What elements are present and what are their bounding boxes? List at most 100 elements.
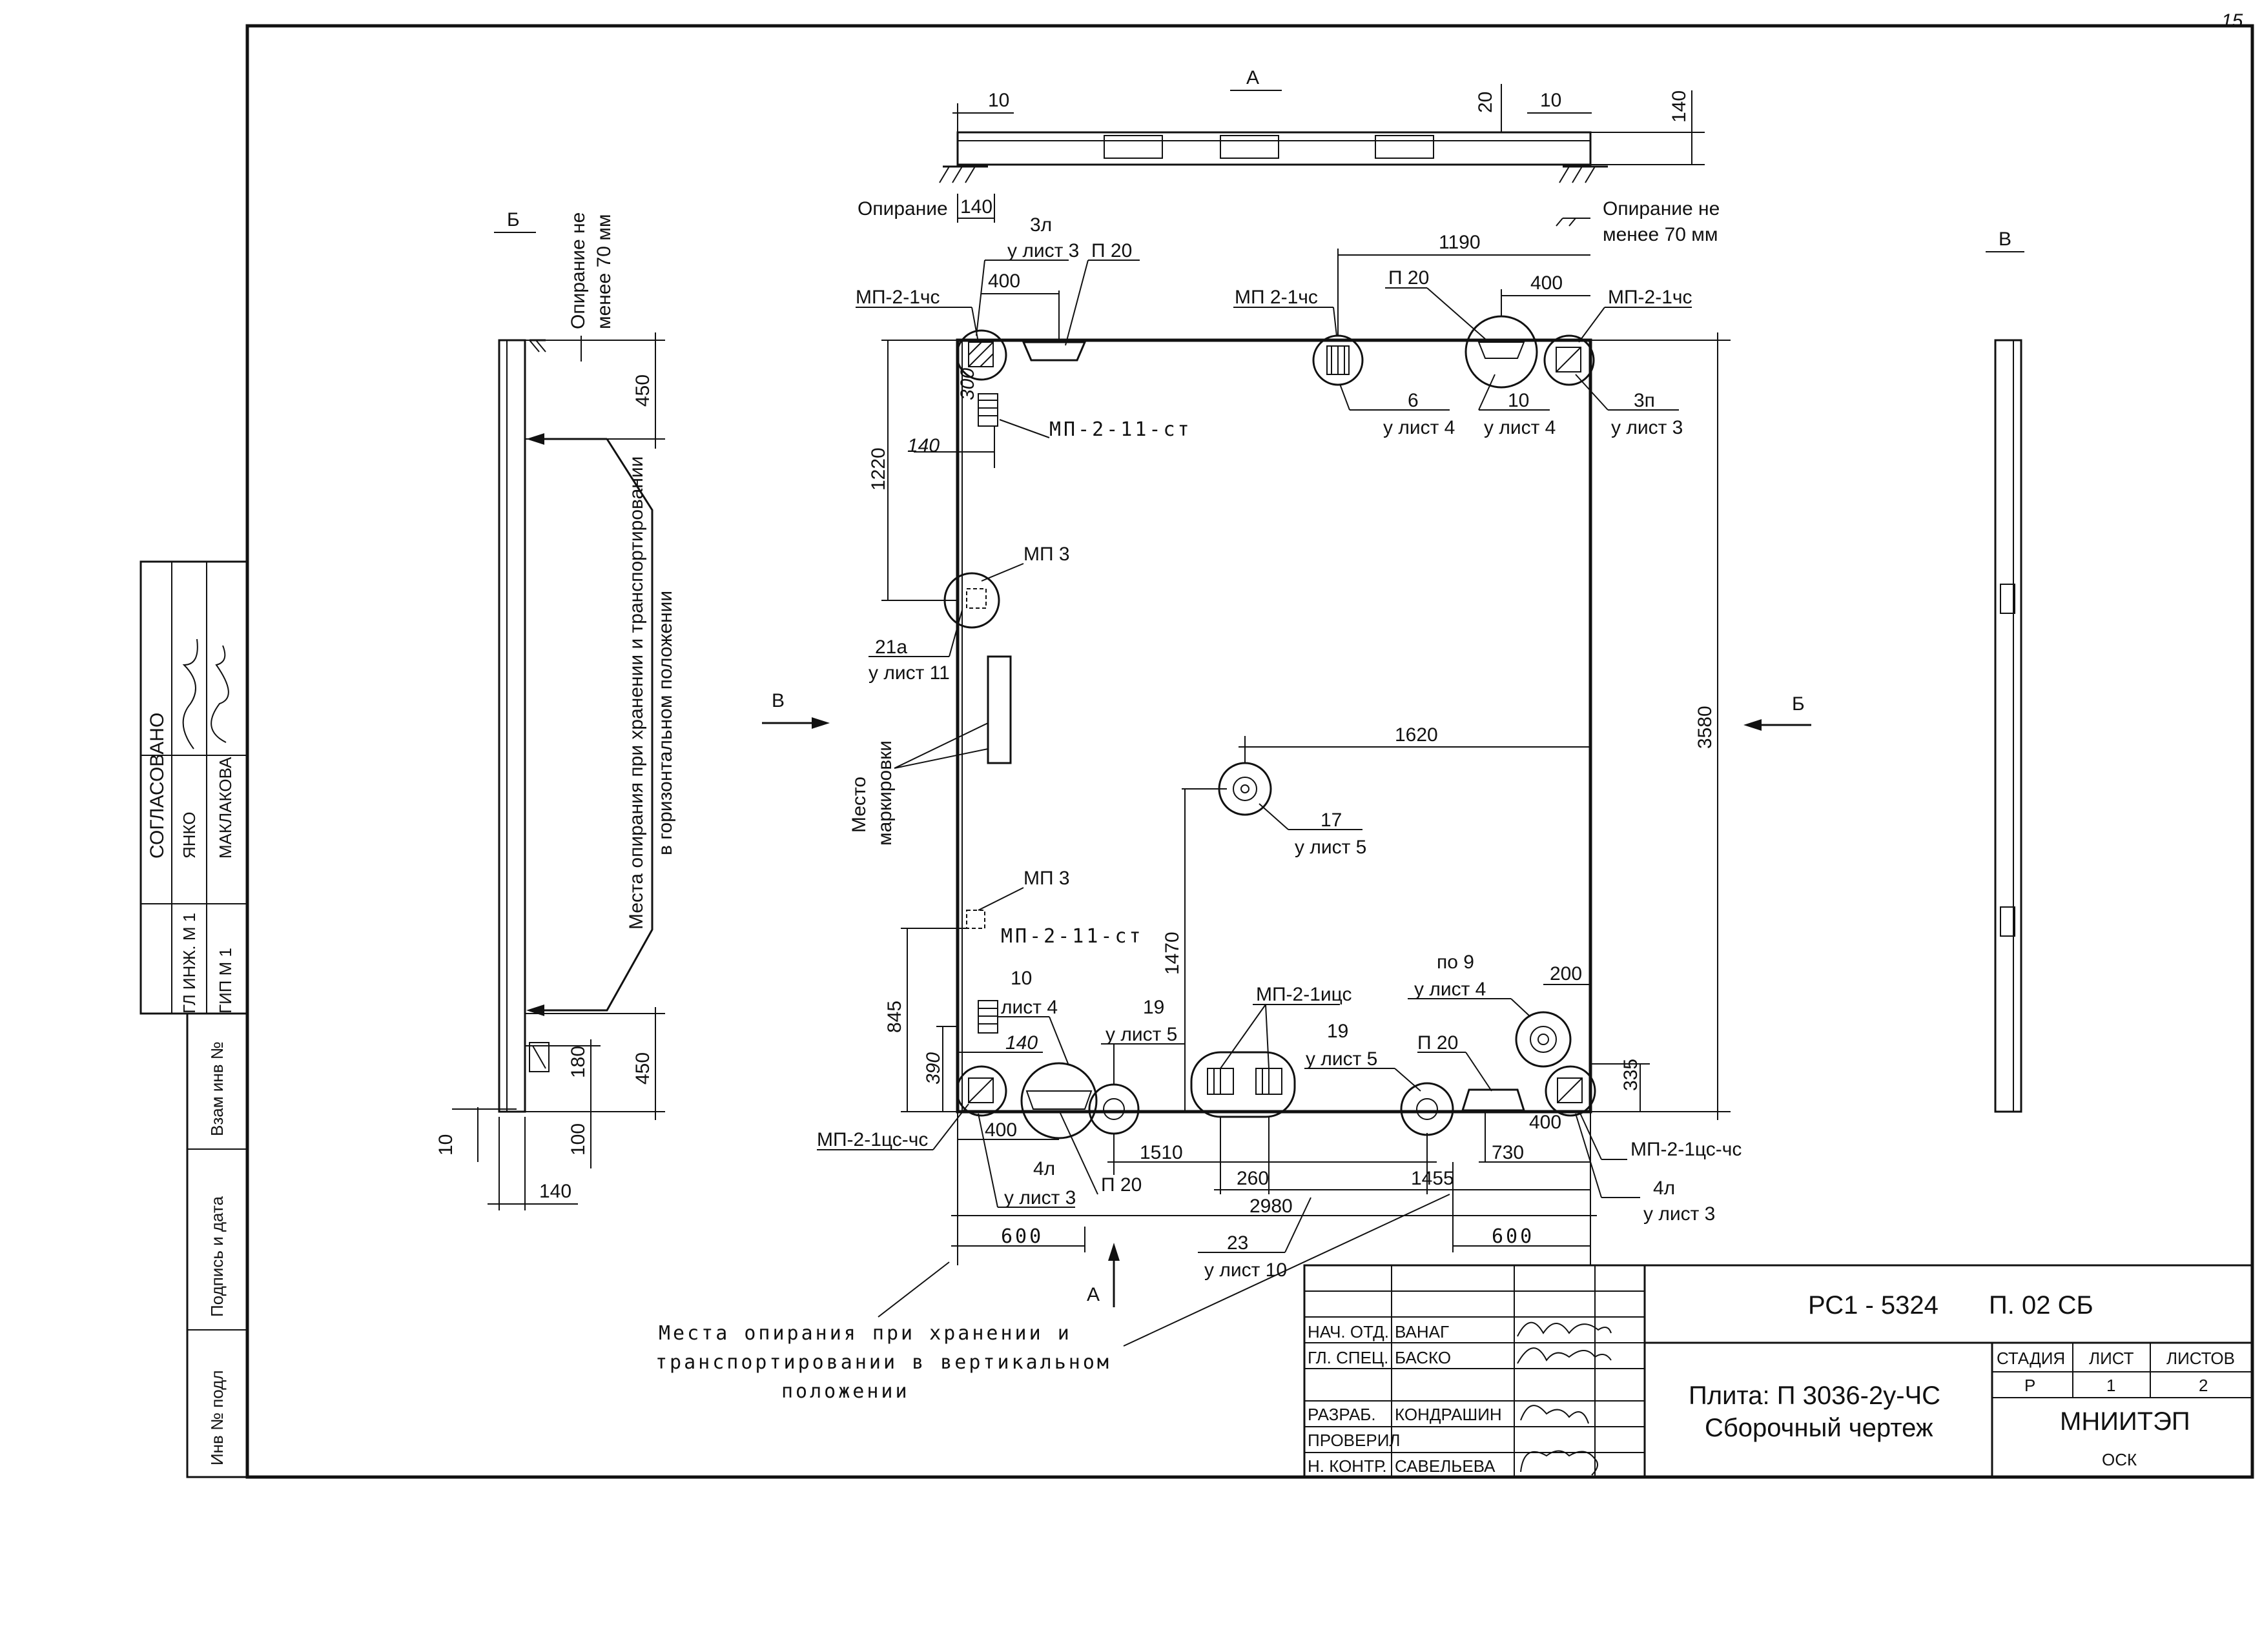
label-4l-br: 4л <box>1653 1178 1675 1199</box>
tb-page: П. 02 СБ <box>1989 1291 2093 1320</box>
view-v: В <box>1986 229 2024 1113</box>
label-6: 6 <box>1408 390 1419 411</box>
tb-role-4: РАЗРАБ. <box>1308 1405 1376 1424</box>
row2-name: МАКЛАКОВА <box>216 757 235 859</box>
label-mp21ct-upper: МП-2-11-ст <box>1049 418 1192 441</box>
support-min-right-2: менее 70 мм <box>1603 224 1718 245</box>
support-min-right-1: Опирание не <box>1603 198 1720 219</box>
dim-400-tl: 400 <box>988 270 1020 292</box>
label-23: 23 <box>1227 1232 1248 1254</box>
dim-400-tr: 400 <box>1530 272 1563 294</box>
horiz-note-2: в горизонтальном положении <box>655 591 676 855</box>
label-17-sheet: у лист 5 <box>1295 837 1366 858</box>
view-b-support-2: менее 70 мм <box>593 214 615 329</box>
dim-1220: 1220 <box>868 447 889 491</box>
label-marking-1: Место <box>848 777 870 833</box>
tb-name-6: САВЕЛЬЕВА <box>1395 1456 1496 1476</box>
embed-mp2-11-lower <box>978 1000 998 1034</box>
view-a: А 10 20 10 140 <box>939 67 1705 183</box>
tb-sheet: 1 <box>2106 1376 2115 1395</box>
label-4l-br-sheet: у лист 3 <box>1643 1203 1715 1225</box>
label-4l-bl: 4л <box>1033 1158 1055 1179</box>
row1-name: ЯНКО <box>180 811 199 859</box>
label-p20-tr: П 20 <box>1388 267 1429 289</box>
embed-mp3-lower <box>966 910 985 929</box>
dim-600-right: 600 <box>1492 1225 1534 1248</box>
signature-basko <box>1517 1347 1612 1364</box>
dim-300: 300 <box>957 368 978 400</box>
dim-1190: 1190 <box>1439 232 1481 253</box>
tb-org: МНИИТЭП <box>2060 1407 2190 1436</box>
label-mp21ics: МП-2-1ицс <box>1256 984 1352 1005</box>
tb-role-6: Н. КОНТР. <box>1308 1456 1387 1476</box>
dim-1620: 1620 <box>1395 724 1438 746</box>
dim-100: 100 <box>568 1123 589 1156</box>
plan-view: Опирание 140 Опирание не менее 70 мм <box>655 194 1811 1403</box>
vert-note-3: положении <box>781 1380 910 1403</box>
dim-a-10: 10 <box>988 90 1009 111</box>
tb-role-2: ГЛ. СПЕЦ. <box>1308 1348 1388 1367</box>
signature-savelyeva <box>1520 1450 1598 1476</box>
embed-mp2-11-upper <box>978 393 998 427</box>
label-3p-sheet: у лист 3 <box>1611 417 1683 438</box>
horiz-note-1: Места опирания при хранении и транспорти… <box>626 456 647 930</box>
row1-role: ГЛ ИНЖ. М 1 <box>180 913 199 1014</box>
tb-sheet-header: ЛИСТ <box>2089 1349 2134 1368</box>
label-3l: 3л <box>1030 214 1052 236</box>
dim-140-lower: 140 <box>1005 1032 1038 1054</box>
label-mp21chs-tl: МП-2-1чс <box>856 287 940 308</box>
signature-vanag <box>1517 1321 1612 1337</box>
dim-140-bottom: 140 <box>539 1181 571 1202</box>
label-mp21ct-lower: МП-2-11-ст <box>1001 925 1144 948</box>
support-label: Опирание <box>858 198 948 219</box>
label-p20-tl: П 20 <box>1091 240 1132 261</box>
label-mp21chs-mid: МП 2-1чс <box>1235 287 1318 308</box>
dim-140-support: 140 <box>960 196 992 218</box>
tb-dept: ОСК <box>2102 1450 2137 1469</box>
dim-2980: 2980 <box>1249 1196 1293 1217</box>
tb-stage: Р <box>2024 1376 2035 1395</box>
tb-sheets-header: ЛИСТОВ <box>2166 1349 2235 1368</box>
embed-top-mid <box>1312 334 1364 386</box>
label-4l-bl-sheet: у лист 3 <box>1004 1187 1076 1208</box>
label-10-lower: 10 <box>1011 968 1032 989</box>
dim-10-left: 10 <box>435 1134 457 1156</box>
dim-450-bottom: 450 <box>632 1052 653 1085</box>
label-mp3-lower: МП 3 <box>1023 868 1070 889</box>
inv-podl-label: Инв № подл <box>207 1370 227 1465</box>
view-b-label: Б <box>507 209 520 230</box>
embed-bottom-left <box>956 1065 1007 1117</box>
signature-maklakova <box>211 645 229 743</box>
dim-260: 260 <box>1237 1168 1269 1189</box>
dim-140-mp2: 140 <box>907 435 940 456</box>
label-p20-bl: П 20 <box>1101 1174 1142 1196</box>
dim-400-br: 400 <box>1529 1112 1561 1133</box>
label-19-left: 19 <box>1143 997 1164 1018</box>
tb-name-4: КОНДРАШИН <box>1395 1405 1502 1424</box>
dim-845: 845 <box>884 1001 905 1033</box>
signature-kondrashin <box>1520 1405 1589 1424</box>
label-mp21chs-tr: МП-2-1чс <box>1608 287 1692 308</box>
label-p20-br: П 20 <box>1417 1032 1458 1054</box>
label-marking-2: маркировки <box>874 740 896 846</box>
section-a-label: А <box>1087 1284 1100 1305</box>
embed-bottom-mid <box>1190 1051 1296 1118</box>
dim-600-left: 600 <box>1001 1225 1044 1248</box>
vert-note-2: транспортировании в вертикальном <box>655 1351 1111 1374</box>
label-po9: по 9 <box>1437 952 1474 973</box>
row2-role: ГИП М 1 <box>216 948 235 1014</box>
label-10-top-sheet: у лист 4 <box>1484 417 1556 438</box>
lifting-loop-top-left <box>1022 341 1087 362</box>
dim-390: 390 <box>923 1052 944 1085</box>
inv-vzam-label: Взам инв № <box>207 1041 227 1136</box>
dim-400-bl: 400 <box>985 1119 1017 1141</box>
label-mp21cschs-bl: МП-2-1цс-чс <box>817 1129 928 1150</box>
label-3p: 3п <box>1634 390 1655 411</box>
view-b: Б Опирание не менее 70 мм 450 Места опир… <box>435 209 676 1210</box>
tb-role-5: ПРОВЕРИЛ <box>1308 1431 1400 1450</box>
dim-a-140: 140 <box>1669 90 1690 123</box>
label-23-sheet: у лист 10 <box>1204 1259 1287 1281</box>
dim-335: 335 <box>1620 1059 1641 1091</box>
marking-place <box>987 655 1012 764</box>
